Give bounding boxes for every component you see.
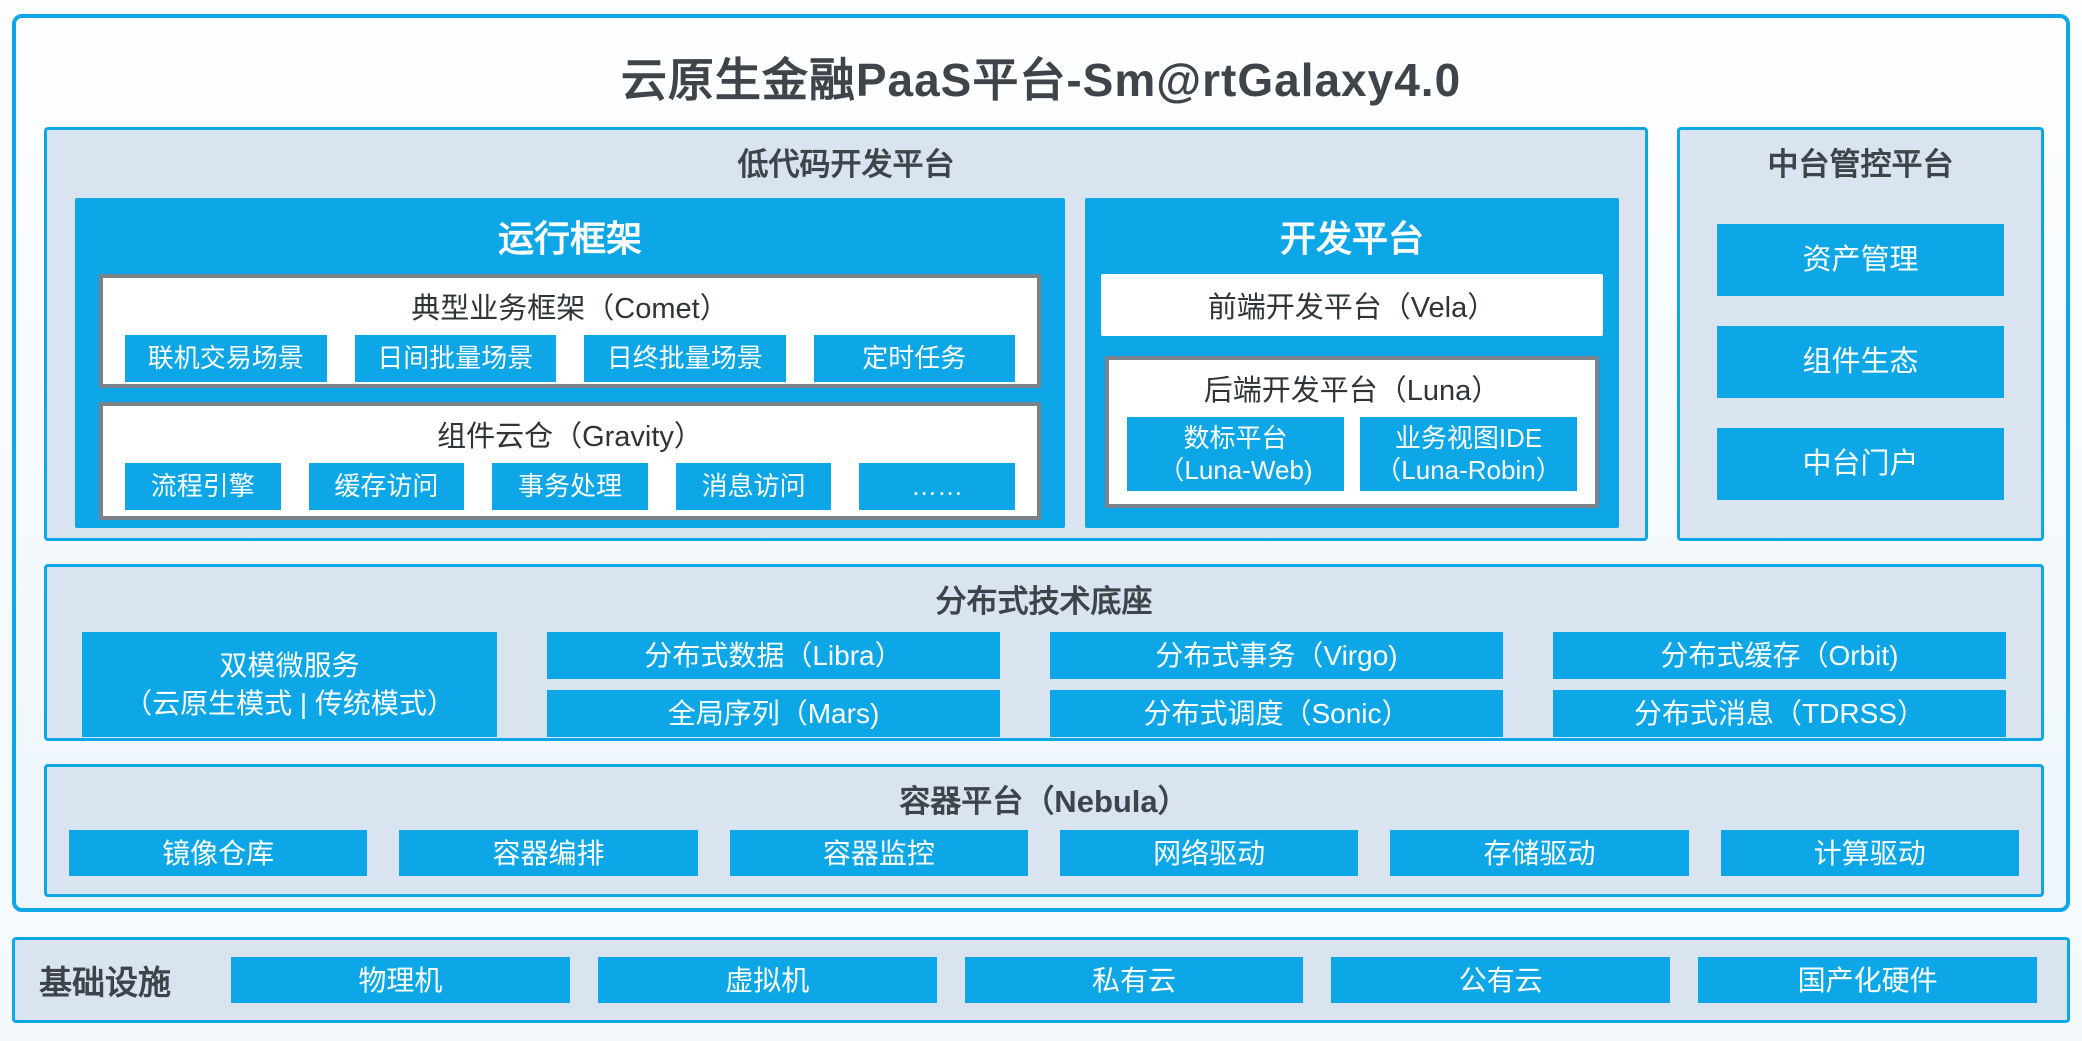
- lowcode-platform-body: 运行框架 典型业务框架（Comet） 联机交易场景 日间批量场景 日终批量场景 …: [47, 184, 1645, 528]
- comet-item-daytime-batch: 日间批量场景: [354, 335, 556, 382]
- comet-item-online-trading: 联机交易场景: [125, 335, 327, 382]
- comet-framework-box: 典型业务框架（Comet） 联机交易场景 日间批量场景 日终批量场景 定时任务: [99, 274, 1041, 388]
- comet-framework-title: 典型业务框架（Comet）: [411, 293, 729, 325]
- luna-backend-title: 后端开发平台（Luna）: [1203, 375, 1501, 407]
- gravity-item-cache-access: 缓存访问: [308, 463, 465, 510]
- container-item-compute-driver: 计算驱动: [1720, 830, 2019, 876]
- infrastructure-section: 基础设施 物理机 虚拟机 私有云 公有云 国产化硬件: [12, 937, 2070, 1023]
- vela-frontend-label: 前端开发平台（Vela）: [1207, 292, 1497, 324]
- container-platform-title: 容器平台（Nebula）: [899, 784, 1189, 819]
- midplatform-item-component-ecosystem: 组件生态: [1717, 326, 2004, 398]
- main-frame: 云原生金融PaaS平台-Sm@rtGalaxy4.0 低代码开发平台 运行框架 …: [12, 14, 2070, 912]
- gravity-item-message-access: 消息访问: [675, 463, 832, 510]
- global-sequence-mars-item: 全局序列（Mars): [547, 690, 1000, 737]
- container-item-image-registry: 镜像仓库: [69, 830, 368, 876]
- infra-item-virtual-machine: 虚拟机: [597, 957, 937, 1003]
- infra-item-private-cloud: 私有云: [964, 957, 1304, 1003]
- luna-backend-box: 后端开发平台（Luna） 数标平台 （Luna-Web) 业务视图IDE （Lu…: [1105, 356, 1599, 508]
- distributed-base-section: 分布式技术底座 双模微服务 （云原生模式 | 传统模式） 分布式数据（Libra…: [44, 564, 2044, 741]
- midplatform-section: 中台管控平台 资产管理 组件生态 中台门户: [1677, 127, 2044, 541]
- gravity-item-transaction: 事务处理: [492, 463, 648, 510]
- gravity-items-row: 流程引擎 缓存访问 事务处理 消息访问 ……: [103, 455, 1037, 525]
- infrastructure-title: 基础设施: [39, 964, 171, 1001]
- page-title: 云原生金融PaaS平台-Sm@rtGalaxy4.0: [620, 54, 1462, 106]
- distributed-scheduler-sonic-item: 分布式调度（Sonic）: [1050, 690, 1503, 737]
- luna-web-line1: 数标平台: [1183, 422, 1288, 453]
- container-platform-items: 镜像仓库 容器编排 容器监控 网络驱动 存储驱动 计算驱动: [47, 821, 2041, 876]
- comet-item-scheduled-task: 定时任务: [813, 335, 1015, 382]
- gravity-warehouse-title: 组件云仓（Gravity）: [437, 421, 703, 453]
- midplatform-item-portal: 中台门户: [1717, 428, 2004, 500]
- container-item-storage-driver: 存储驱动: [1390, 830, 1689, 876]
- midplatform-item-asset-management: 资产管理: [1717, 224, 2004, 296]
- dual-mode-line1: 双模微服务: [219, 649, 360, 681]
- luna-web-line2: （Luna-Web): [1158, 455, 1313, 485]
- distributed-grid: 双模微服务 （云原生模式 | 传统模式） 分布式数据（Libra） 分布式事务（…: [47, 621, 2041, 737]
- infra-item-physical-machine: 物理机: [231, 957, 570, 1003]
- distributed-transaction-virgo-item: 分布式事务（Virgo): [1050, 632, 1503, 679]
- comet-item-eod-batch: 日终批量场景: [584, 335, 786, 382]
- container-item-network-driver: 网络驱动: [1059, 830, 1359, 876]
- luna-robin-line2: （Luna-Robin）: [1375, 455, 1562, 485]
- container-platform-section: 容器平台（Nebula） 镜像仓库 容器编排 容器监控 网络驱动 存储驱动 计算…: [44, 764, 2044, 897]
- dual-mode-microservice-item: 双模微服务 （云原生模式 | 传统模式）: [82, 632, 497, 737]
- midplatform-title: 中台管控平台: [1767, 147, 1954, 182]
- gravity-item-process-engine: 流程引擎: [125, 463, 281, 510]
- distributed-base-title: 分布式技术底座: [935, 584, 1153, 619]
- infra-item-public-cloud: 公有云: [1331, 957, 1671, 1003]
- comet-items-row: 联机交易场景 日间批量场景 日终批量场景 定时任务: [103, 327, 1037, 397]
- distributed-cache-orbit-item: 分布式缓存（Orbit): [1553, 632, 2006, 679]
- luna-items-row: 数标平台 （Luna-Web) 业务视图IDE （Luna-Robin）: [1109, 409, 1595, 503]
- luna-web-item: 数标平台 （Luna-Web): [1127, 417, 1344, 491]
- luna-robin-item: 业务视图IDE （Luna-Robin）: [1360, 417, 1577, 491]
- gravity-warehouse-box: 组件云仓（Gravity） 流程引擎 缓存访问 事务处理 消息访问 ……: [99, 402, 1041, 520]
- dev-platform-title: 开发平台: [1279, 218, 1424, 259]
- vela-frontend-box: 前端开发平台（Vela）: [1101, 274, 1603, 336]
- gravity-item-ellipsis: ……: [859, 463, 1015, 510]
- infra-item-domestic-hardware: 国产化硬件: [1698, 957, 2037, 1003]
- midplatform-items: 资产管理 组件生态 中台门户: [1680, 184, 2041, 500]
- distributed-data-libra-item: 分布式数据（Libra）: [547, 632, 1000, 679]
- runtime-framework-title: 运行框架: [497, 218, 642, 259]
- runtime-framework-box: 运行框架 典型业务框架（Comet） 联机交易场景 日间批量场景 日终批量场景 …: [75, 198, 1065, 528]
- dual-mode-line2: （云原生模式 | 传统模式）: [124, 687, 455, 719]
- container-item-monitoring: 容器监控: [729, 830, 1028, 876]
- lowcode-platform-title: 低代码开发平台: [737, 147, 955, 182]
- distributed-message-tdrss-item: 分布式消息（TDRSS）: [1553, 690, 2006, 737]
- dev-platform-box: 开发平台 前端开发平台（Vela） 后端开发平台（Luna） 数标平台 （Lun…: [1085, 198, 1619, 528]
- luna-robin-line1: 业务视图IDE: [1394, 422, 1543, 453]
- container-item-orchestration: 容器编排: [399, 830, 698, 876]
- lowcode-platform-section: 低代码开发平台 运行框架 典型业务框架（Comet） 联机交易场景 日间批量场景…: [44, 127, 1648, 541]
